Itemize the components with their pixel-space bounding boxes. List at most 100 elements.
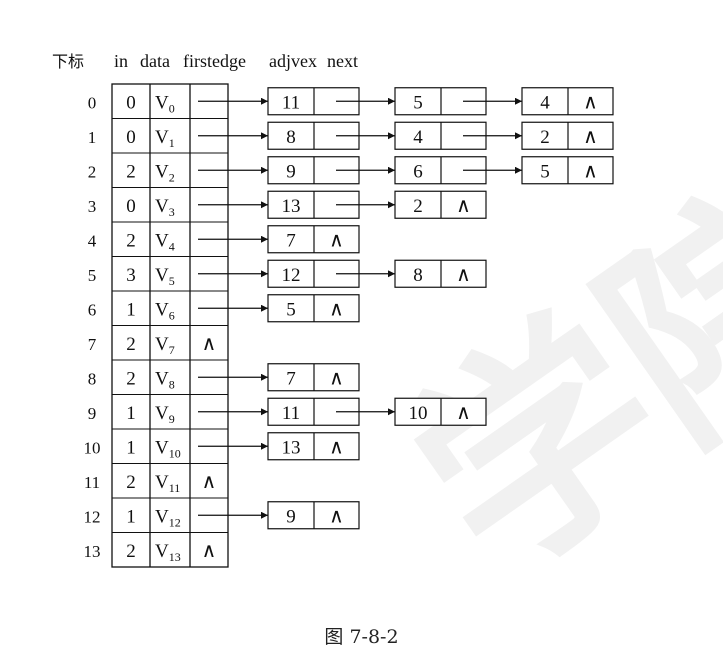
null-pointer-symbol: ∧ xyxy=(202,540,217,562)
edge-lists: 11 5 4 ∧ 8 4 2 ∧ 9 6 5 ∧ 13 2 ∧ 7 ∧ 12 8 ∧ 5 ∧ 7 ∧ 11 10 ∧ 13 ∧ 9 ∧ xyxy=(198,87,614,530)
header-next: next xyxy=(327,51,358,71)
header-in: in xyxy=(114,51,128,71)
vertex-index-label: 11 xyxy=(84,473,100,492)
null-pointer-symbol: ∧ xyxy=(202,333,217,355)
vertex-index-label: 9 xyxy=(88,404,97,423)
vertex-data-label: V4 xyxy=(155,230,175,253)
vertex-index-label: 12 xyxy=(84,507,101,526)
vertex-data-label: V6 xyxy=(155,299,175,322)
null-pointer-symbol: ∧ xyxy=(456,264,471,286)
adjvex-value: 4 xyxy=(540,92,550,113)
adjvex-value: 13 xyxy=(282,437,301,458)
adjvex-value: 5 xyxy=(540,161,550,182)
null-pointer-symbol: ∧ xyxy=(202,471,217,493)
adjvex-value: 11 xyxy=(282,92,300,113)
vertex-index-label: 7 xyxy=(88,335,97,354)
vertex-index-label: 8 xyxy=(88,369,97,388)
null-pointer-symbol: ∧ xyxy=(456,195,471,217)
adjvex-value: 5 xyxy=(413,92,423,113)
vertex-index-label: 0 xyxy=(88,93,97,112)
figure-caption: 图 7-8-2 xyxy=(324,626,399,648)
vertex-index-label: 1 xyxy=(88,128,97,147)
adjvex-value: 11 xyxy=(282,403,300,424)
vertex-subscript: 0 xyxy=(169,101,175,115)
null-pointer-symbol: ∧ xyxy=(456,402,471,424)
vertex-subscript: 3 xyxy=(169,205,175,219)
vertex-subscript: 10 xyxy=(169,446,181,460)
adjvex-value: 2 xyxy=(413,196,423,217)
in-degree-value: 2 xyxy=(126,334,136,355)
adjvex-value: 8 xyxy=(286,127,296,148)
in-degree-value: 1 xyxy=(126,437,136,458)
adjvex-value: 7 xyxy=(286,368,296,389)
vertex-subscript: 9 xyxy=(169,412,175,426)
adjvex-value: 6 xyxy=(413,161,423,182)
null-pointer-symbol: ∧ xyxy=(329,436,344,458)
vertex-subscript: 5 xyxy=(169,274,175,288)
vertex-data-label: V8 xyxy=(155,368,175,391)
column-headers: 下标 in data firstedge adjvex next xyxy=(52,51,358,71)
adjvex-value: 12 xyxy=(282,265,301,286)
vertex-data-label: V5 xyxy=(155,265,175,288)
null-pointer-symbol: ∧ xyxy=(583,126,598,148)
in-degree-value: 1 xyxy=(126,506,136,527)
null-pointer-symbol: ∧ xyxy=(329,367,344,389)
vertex-data-label: V1 xyxy=(155,127,175,150)
vertex-index-label: 5 xyxy=(88,266,97,285)
vertex-data-label: V0 xyxy=(155,92,175,115)
in-degree-value: 0 xyxy=(126,196,136,217)
vertex-index-label: 6 xyxy=(88,300,97,319)
vertex-data-label: V9 xyxy=(155,403,175,426)
null-pointer-symbol: ∧ xyxy=(583,91,598,113)
in-degree-value: 2 xyxy=(126,472,136,493)
adjvex-value: 7 xyxy=(286,230,296,251)
adjvex-value: 9 xyxy=(286,506,296,527)
vertex-subscript: 1 xyxy=(169,136,175,150)
in-degree-value: 2 xyxy=(126,541,136,562)
vertex-index-label: 13 xyxy=(84,542,101,561)
vertex-subscript: 11 xyxy=(169,481,181,495)
header-data: data xyxy=(140,51,170,71)
adjvex-value: 4 xyxy=(413,127,423,148)
in-degree-value: 2 xyxy=(126,230,136,251)
adjvex-value: 8 xyxy=(413,265,423,286)
null-pointer-symbol: ∧ xyxy=(583,160,598,182)
null-pointer-symbol: ∧ xyxy=(329,298,344,320)
vertex-subscript: 6 xyxy=(169,308,175,322)
vertex-data-label: V7 xyxy=(155,334,175,357)
in-degree-value: 1 xyxy=(126,299,136,320)
vertex-data-label: V13 xyxy=(155,541,181,564)
adjvex-value: 9 xyxy=(286,161,296,182)
adjvex-value: 13 xyxy=(282,196,301,217)
vertex-subscript: 8 xyxy=(169,377,175,391)
vertex-data-label: V2 xyxy=(155,161,175,184)
vertex-index-label: 2 xyxy=(88,162,97,181)
vertex-subscript: 12 xyxy=(169,515,181,529)
null-pointer-symbol: ∧ xyxy=(329,229,344,251)
in-degree-value: 2 xyxy=(126,161,136,182)
in-degree-value: 2 xyxy=(126,368,136,389)
in-degree-value: 3 xyxy=(126,265,136,286)
vertex-subscript: 4 xyxy=(169,239,175,253)
vertex-index-label: 4 xyxy=(88,231,97,250)
in-degree-value: 0 xyxy=(126,92,136,113)
vertex-data-label: V10 xyxy=(155,437,181,460)
adjvex-value: 10 xyxy=(409,403,428,424)
header-adjvex: adjvex xyxy=(269,51,317,71)
vertex-subscript: 2 xyxy=(169,170,175,184)
vertex-data-label: V11 xyxy=(155,472,180,495)
adjvex-value: 5 xyxy=(286,299,296,320)
vertex-subscript: 7 xyxy=(169,343,175,357)
vertex-index-label: 3 xyxy=(88,197,97,216)
vertex-subscript: 13 xyxy=(169,550,181,564)
in-degree-value: 0 xyxy=(126,127,136,148)
in-degree-value: 1 xyxy=(126,403,136,424)
adjvex-value: 2 xyxy=(540,127,550,148)
header-index: 下标 xyxy=(52,52,84,71)
vertex-data-label: V3 xyxy=(155,196,175,219)
null-pointer-symbol: ∧ xyxy=(329,505,344,527)
vertex-index-label: 10 xyxy=(84,438,101,457)
vertex-data-label: V12 xyxy=(155,506,181,529)
